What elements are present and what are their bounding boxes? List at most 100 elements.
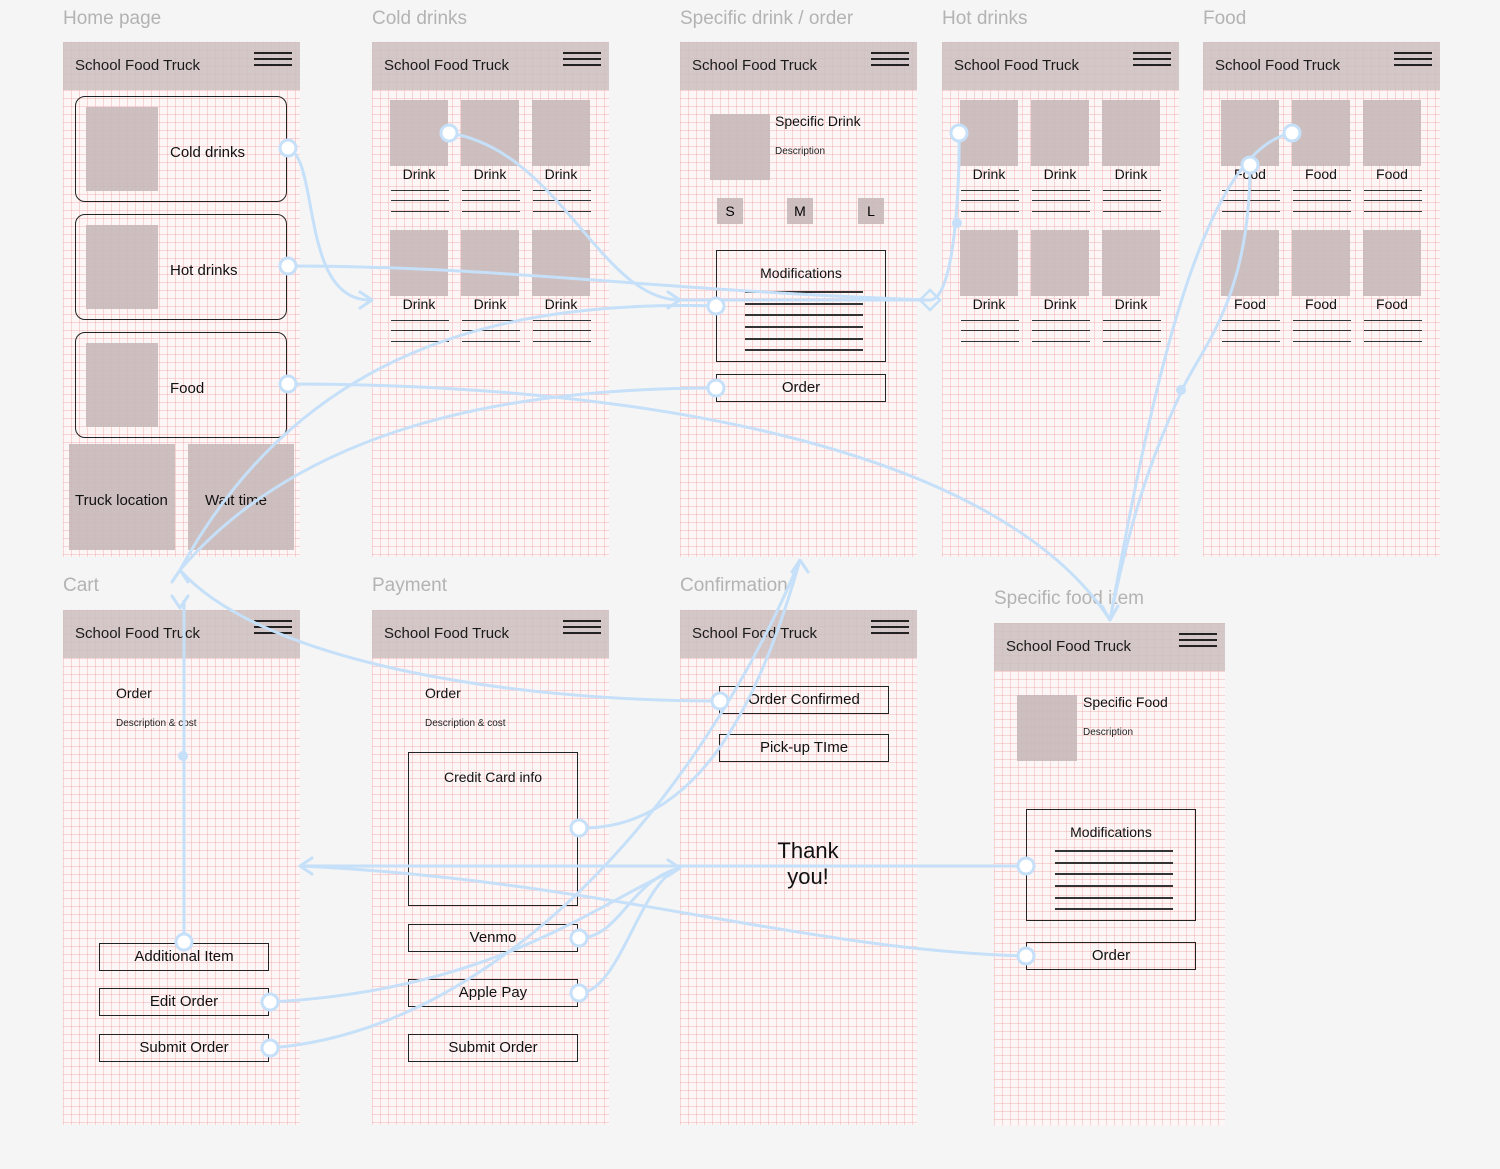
text-line (745, 303, 863, 305)
item-image-placeholder[interactable] (960, 100, 1018, 166)
hamburger-menu-icon[interactable] (563, 620, 601, 636)
item-image-placeholder[interactable] (1221, 100, 1279, 166)
item-label: Drink (1114, 166, 1148, 182)
hot-drinks-card[interactable]: Hot drinks (75, 214, 287, 320)
size-m-button[interactable]: M (787, 198, 813, 224)
arrowhead-cold (358, 290, 374, 310)
hamburger-menu-icon[interactable] (254, 620, 292, 636)
app-title: School Food Truck (75, 57, 201, 74)
size-s-button[interactable]: S (717, 198, 743, 224)
drink-description: Description (775, 146, 826, 157)
edit-order-button[interactable]: Edit Order (99, 988, 269, 1016)
header: School Food Truck (63, 42, 300, 90)
modifications-box[interactable]: Modifications (1026, 809, 1196, 921)
item-image-placeholder[interactable] (461, 100, 519, 166)
text-line (961, 330, 1019, 332)
frame-confirmation: School Food Truck Order Confirmed Pick-u… (680, 610, 917, 1125)
item-image-placeholder[interactable] (1221, 230, 1279, 296)
text-line (462, 330, 520, 332)
header: School Food Truck (63, 610, 300, 658)
text-line (961, 341, 1019, 343)
venmo-button[interactable]: Venmo (408, 924, 578, 952)
header: School Food Truck (680, 42, 917, 90)
hamburger-menu-icon[interactable] (871, 52, 909, 68)
apple-pay-button[interactable]: Apple Pay (408, 979, 578, 1007)
app-title: School Food Truck (1215, 57, 1341, 74)
text-line (1032, 341, 1090, 343)
item-image-placeholder[interactable] (390, 230, 448, 296)
item-label: Food (1376, 296, 1408, 312)
arrowhead-cart-left (298, 856, 314, 876)
item-image-placeholder[interactable] (1292, 230, 1350, 296)
modifications-box[interactable]: Modifications (716, 250, 886, 362)
text-line (1032, 330, 1090, 332)
card-label: Hot drinks (170, 262, 238, 279)
text-line (1364, 341, 1422, 343)
hamburger-menu-icon[interactable] (563, 52, 601, 68)
item-image-placeholder[interactable] (1102, 100, 1160, 166)
tile-label: Truck location (75, 492, 168, 509)
item-image-placeholder[interactable] (960, 230, 1018, 296)
order-confirmed-box: Order Confirmed (719, 686, 889, 714)
text-line (1055, 850, 1173, 852)
item-image-placeholder[interactable] (1031, 230, 1089, 296)
item-image-placeholder[interactable] (1363, 100, 1421, 166)
text-line (1055, 897, 1173, 899)
item-label: Drink (972, 166, 1006, 182)
item-image-placeholder[interactable] (1102, 230, 1160, 296)
hamburger-menu-icon[interactable] (871, 620, 909, 636)
frame-title-food: Food (1203, 8, 1247, 29)
hamburger-menu-icon[interactable] (1133, 52, 1171, 68)
credit-card-info-box[interactable]: Credit Card info (408, 752, 578, 906)
frame-title-cold: Cold drinks (372, 8, 468, 29)
text-line (1103, 190, 1161, 192)
card-label: Cold drinks (170, 144, 246, 161)
item-image-placeholder[interactable] (1363, 230, 1421, 296)
junction-diamond (918, 288, 942, 312)
additional-item-button[interactable]: Additional Item (99, 943, 269, 971)
text-line (1222, 330, 1280, 332)
cold-drinks-card[interactable]: Cold drinks (75, 96, 287, 202)
text-line (391, 341, 449, 343)
order-heading: Order (425, 685, 461, 701)
item-image-placeholder[interactable] (461, 230, 519, 296)
text-line (1364, 190, 1422, 192)
app-title: School Food Truck (1006, 638, 1132, 655)
text-line (1293, 320, 1351, 322)
frame-title-payment: Payment (372, 575, 447, 596)
hamburger-menu-icon[interactable] (1394, 52, 1432, 68)
text-line (1222, 341, 1280, 343)
text-line (1293, 190, 1351, 192)
food-card[interactable]: Food (75, 332, 287, 438)
item-image-placeholder[interactable] (1031, 100, 1089, 166)
text-line (1222, 190, 1280, 192)
order-button[interactable]: Order (716, 374, 886, 402)
submit-order-button[interactable]: Submit Order (408, 1034, 578, 1062)
food-image-placeholder (1017, 695, 1077, 761)
app-title: School Food Truck (384, 625, 510, 642)
hamburger-menu-icon[interactable] (254, 52, 292, 68)
item-image-placeholder[interactable] (532, 230, 590, 296)
frame-home-page: School Food Truck Cold drinks Hot drinks… (63, 42, 300, 557)
text-line (533, 320, 591, 322)
text-line (1032, 200, 1090, 202)
text-line (1364, 211, 1422, 213)
item-image-placeholder[interactable] (532, 100, 590, 166)
order-button[interactable]: Order (1026, 942, 1196, 970)
header: School Food Truck (372, 610, 609, 658)
text-line (1055, 862, 1173, 864)
frame-title-hot: Hot drinks (942, 8, 1028, 29)
text-line (961, 211, 1019, 213)
text-line (1293, 200, 1351, 202)
size-l-button[interactable]: L (858, 198, 884, 224)
item-image-placeholder[interactable] (390, 100, 448, 166)
hamburger-menu-icon[interactable] (1179, 633, 1217, 649)
item-image-placeholder[interactable] (1292, 100, 1350, 166)
submit-order-button[interactable]: Submit Order (99, 1034, 269, 1062)
header: School Food Truck (994, 623, 1225, 671)
truck-location-tile[interactable]: Truck location (69, 444, 175, 550)
wait-time-tile[interactable]: Wait time (188, 444, 294, 550)
app-title: School Food Truck (692, 625, 818, 642)
